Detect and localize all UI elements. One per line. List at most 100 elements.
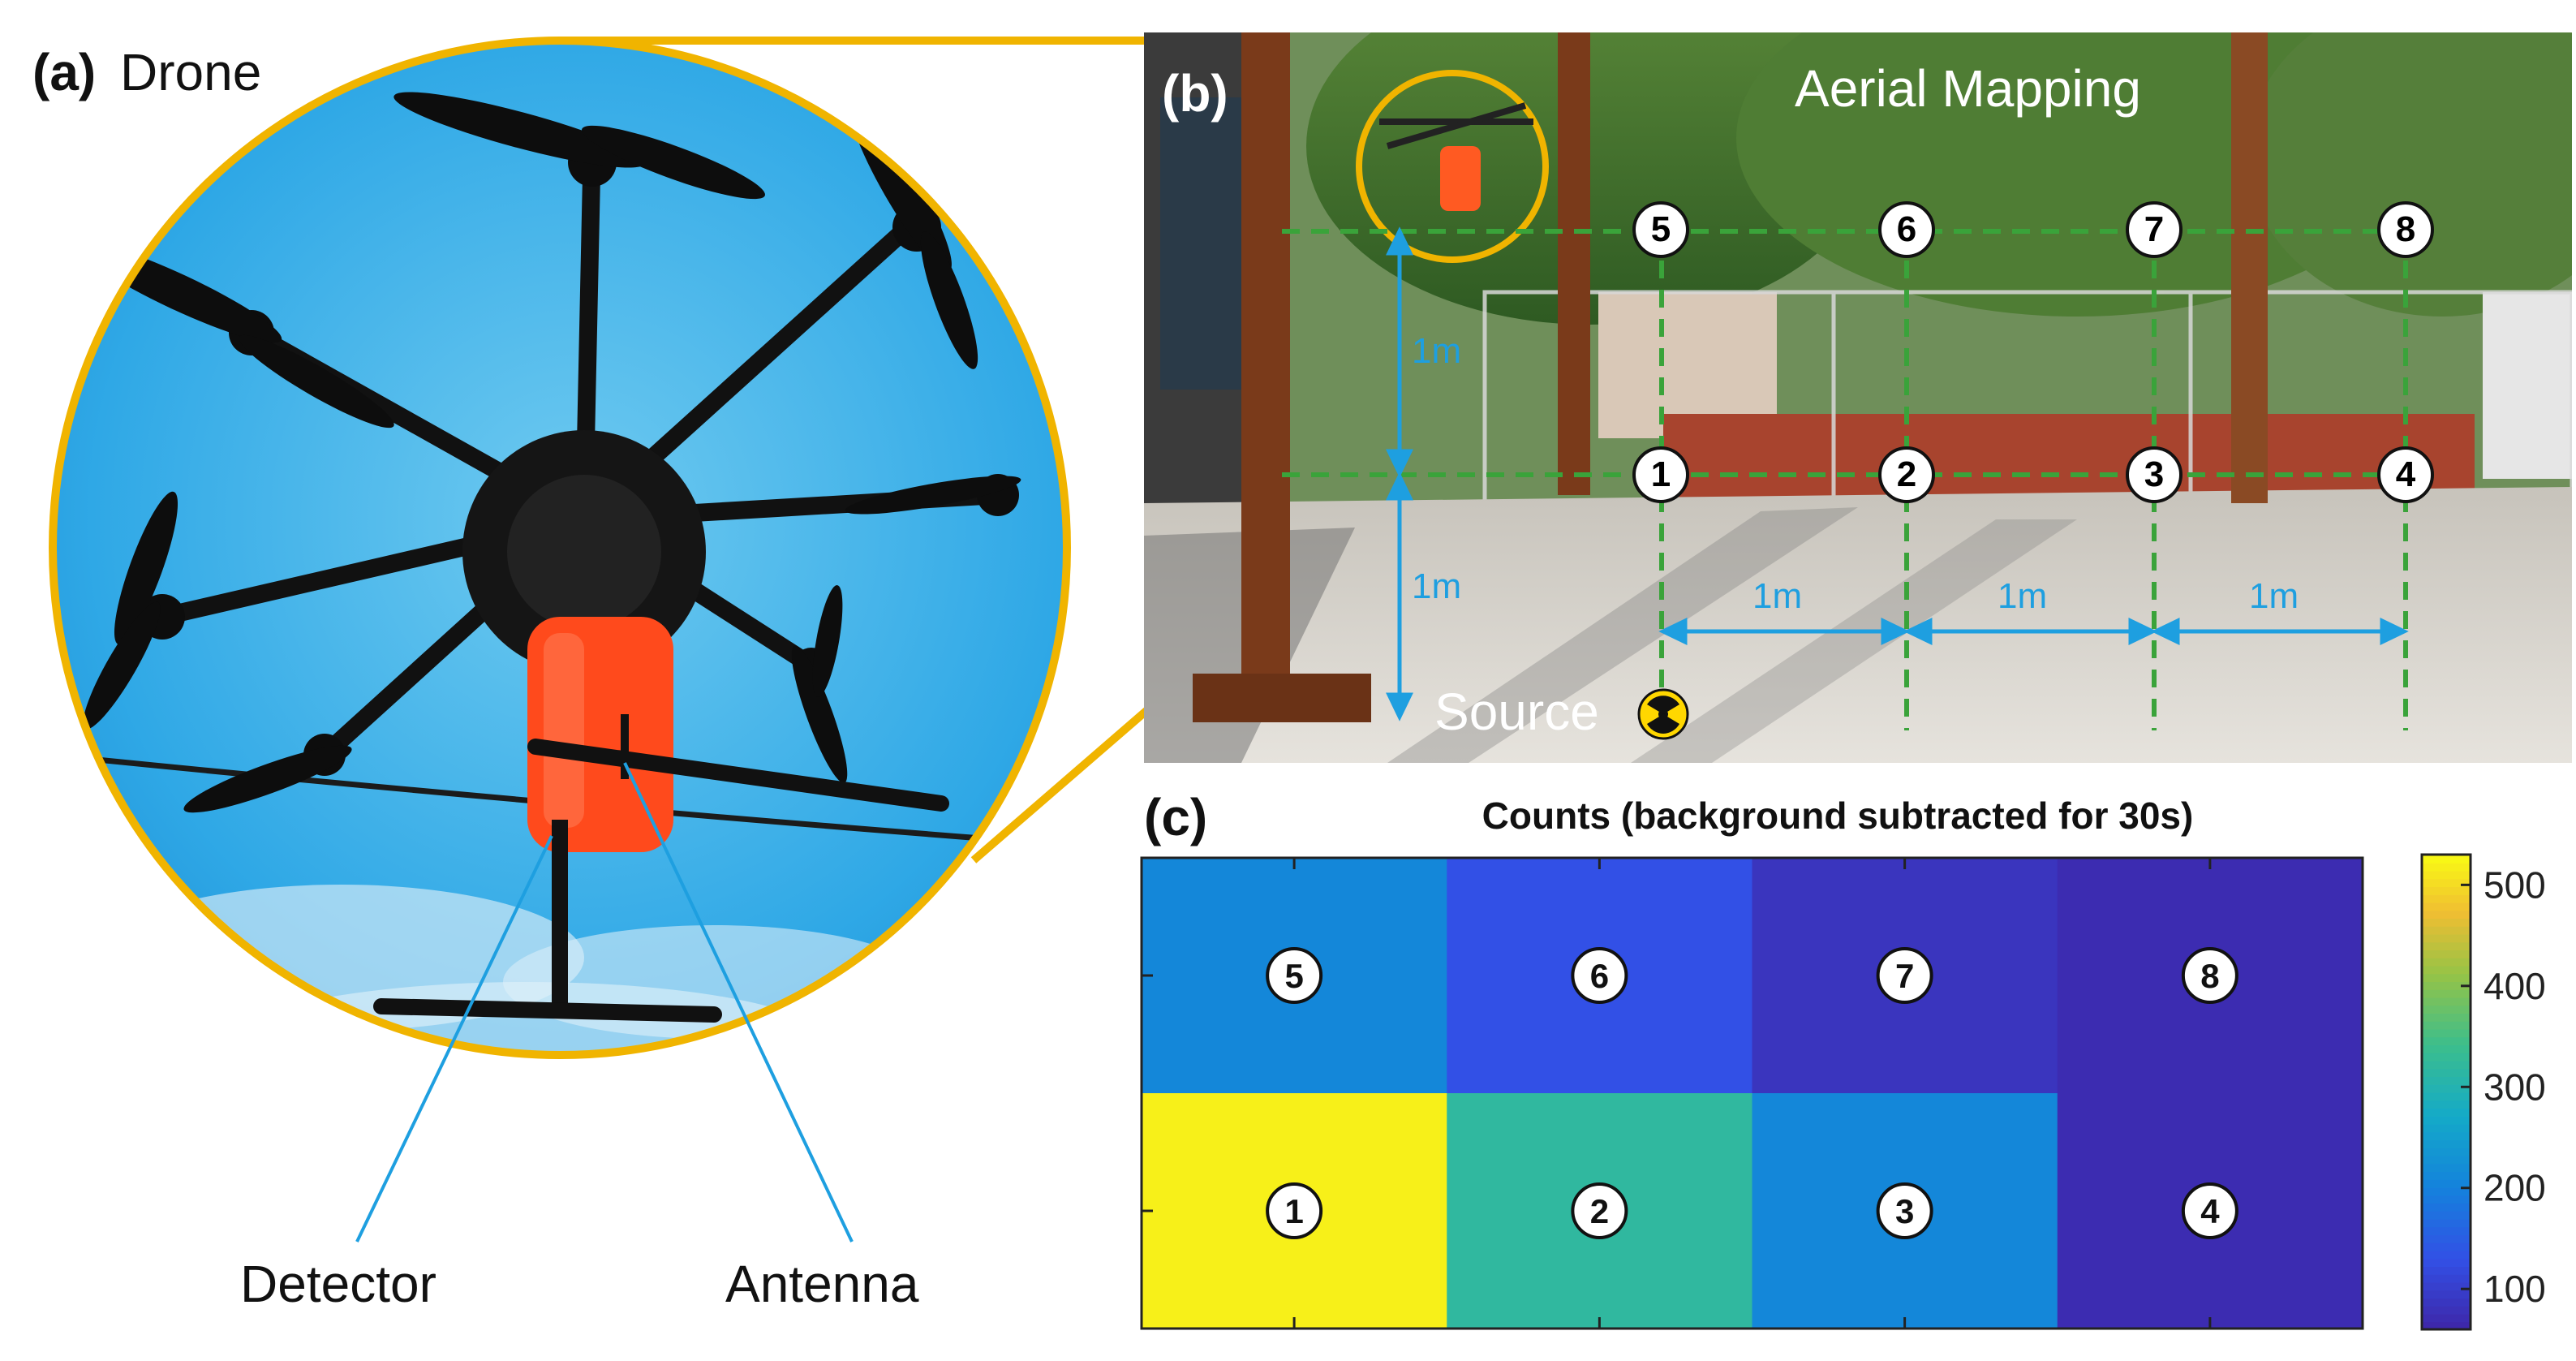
colorbar-segment	[2422, 1139, 2471, 1148]
colorbar-segment	[2422, 1273, 2471, 1283]
antenna-label: Antenna	[725, 1255, 919, 1313]
colorbar-segment	[2422, 1234, 2471, 1243]
colorbar-segment	[2422, 1258, 2471, 1267]
colorbar-tick-label: 500	[2484, 864, 2546, 906]
colorbar-segment	[2422, 1068, 2471, 1077]
cell-label-7: 7	[1895, 957, 1914, 995]
point-marker-6: 6	[1878, 201, 1935, 258]
colorbar-segment	[2422, 902, 2471, 911]
colorbar-segment	[2422, 1242, 2471, 1251]
colorbar-segment	[2422, 925, 2471, 935]
colorbar-tick-label: 200	[2484, 1167, 2546, 1209]
colorbar-segment	[2422, 1187, 2471, 1196]
drone-photo	[49, 37, 1071, 1243]
colorbar-segment	[2422, 1083, 2471, 1093]
colorbar-segment	[2422, 870, 2471, 880]
colorbar-segment	[2422, 1195, 2471, 1204]
colorbar-segment	[2422, 1290, 2471, 1299]
cell-marker-3	[1876, 1182, 1933, 1239]
colorbar-segment	[2422, 1100, 2471, 1109]
colorbar-segment	[2422, 973, 2471, 982]
dim-label-horizontal-3: 1m	[2249, 576, 2299, 616]
dim-label-horizontal-2: 1m	[1998, 576, 2048, 616]
panel-b-label: (b)	[1162, 64, 1228, 123]
colorbar-segment	[2422, 950, 2471, 958]
dim-label-horizontal-1: 1m	[1752, 576, 1803, 616]
cell-marker-4	[2181, 1182, 2238, 1239]
colorbar-segment	[2422, 1013, 2471, 1022]
colorbar-segment	[2422, 1203, 2471, 1212]
colorbar-segment	[2422, 1044, 2471, 1053]
colorbar-segment	[2422, 1210, 2471, 1220]
colorbar-segment	[2422, 910, 2471, 919]
point-marker-3: 3	[2126, 446, 2183, 503]
colorbar-segment	[2422, 965, 2471, 975]
colorbar-segment	[2422, 894, 2471, 903]
cell-label-3: 3	[1895, 1192, 1914, 1230]
detector-label: Detector	[240, 1255, 437, 1313]
colorbar-segment	[2422, 1092, 2471, 1101]
colorbar-segment	[2422, 981, 2471, 990]
cell-label-2: 2	[1590, 1192, 1609, 1230]
chart-title: Counts (background subtracted for 30s)	[1482, 795, 2194, 837]
colorbar-tick-label: 100	[2484, 1268, 2546, 1310]
colorbar-segment	[2422, 1218, 2471, 1228]
point-marker-1: 1	[1632, 446, 1689, 503]
colorbar-segment	[2422, 1052, 2471, 1062]
cell-label-8: 8	[2200, 957, 2219, 995]
cell-marker-8	[2181, 947, 2238, 1004]
colorbar-segment	[2422, 1005, 2471, 1014]
colorbar-segment	[2422, 1155, 2471, 1165]
colorbar-segment	[2422, 941, 2471, 950]
colorbar-tick-label: 400	[2484, 965, 2546, 1007]
colorbar-segment	[2422, 1115, 2471, 1125]
cell-marker-2	[1571, 1182, 1628, 1239]
colorbar-segment	[2422, 1298, 2471, 1307]
colorbar-segment	[2422, 1171, 2471, 1180]
colorbar-segment	[2422, 1036, 2471, 1045]
colorbar-segment	[2422, 878, 2471, 887]
cell-label-6: 6	[1590, 957, 1609, 995]
colorbar-segment	[2422, 1028, 2471, 1038]
colorbar-segment	[2422, 933, 2471, 943]
colorbar-segment	[2422, 855, 2471, 864]
colorbar-segment	[2422, 1250, 2471, 1260]
colorbar-segment	[2422, 957, 2471, 967]
point-marker-5: 5	[1632, 201, 1689, 258]
dim-label-vertical-upper: 1m	[1412, 331, 1462, 371]
colorbar-segment	[2422, 1163, 2471, 1172]
colorbar-segment	[2422, 1281, 2471, 1291]
cell-label-4: 4	[2200, 1192, 2220, 1230]
panel-a-label: (a)	[32, 43, 97, 101]
colorbar-tick-label: 300	[2484, 1066, 2546, 1108]
colorbar-segment	[2422, 1147, 2471, 1156]
panel-c-label: (c)	[1144, 788, 1208, 846]
point-marker-7: 7	[2126, 201, 2183, 258]
panel-b-title: Aerial Mapping	[1795, 59, 2141, 118]
cell-label-1: 1	[1284, 1192, 1303, 1230]
colorbar-segment	[2422, 886, 2471, 895]
colorbar-segment	[2422, 1131, 2471, 1140]
dim-label-vertical-lower: 1m	[1412, 566, 1462, 606]
colorbar-segment	[2422, 988, 2471, 998]
colorbar-segment	[2422, 1060, 2471, 1070]
cell-marker-6	[1571, 947, 1628, 1004]
colorbar-segment	[2422, 1020, 2471, 1030]
point-marker-2: 2	[1878, 446, 1935, 503]
radiation-icon	[1637, 688, 1689, 740]
heatmap-frame	[1140, 856, 2364, 1330]
panel-a-title: Drone	[120, 43, 262, 101]
cell-marker-7	[1876, 947, 1933, 1004]
colorbar-segment	[2422, 1305, 2471, 1315]
point-marker-8: 8	[2377, 201, 2434, 258]
colorbar-segment	[2422, 1123, 2471, 1133]
colorbar-segment	[2422, 1226, 2471, 1235]
colorbar-segment	[2422, 862, 2471, 872]
colorbar-segment	[2422, 1076, 2471, 1085]
cell-marker-5	[1266, 947, 1323, 1004]
colorbar-segment	[2422, 997, 2471, 1006]
field-photo	[1144, 32, 2572, 763]
colorbar-frame	[2420, 853, 2472, 1331]
colorbar-segment	[2422, 1321, 2471, 1330]
